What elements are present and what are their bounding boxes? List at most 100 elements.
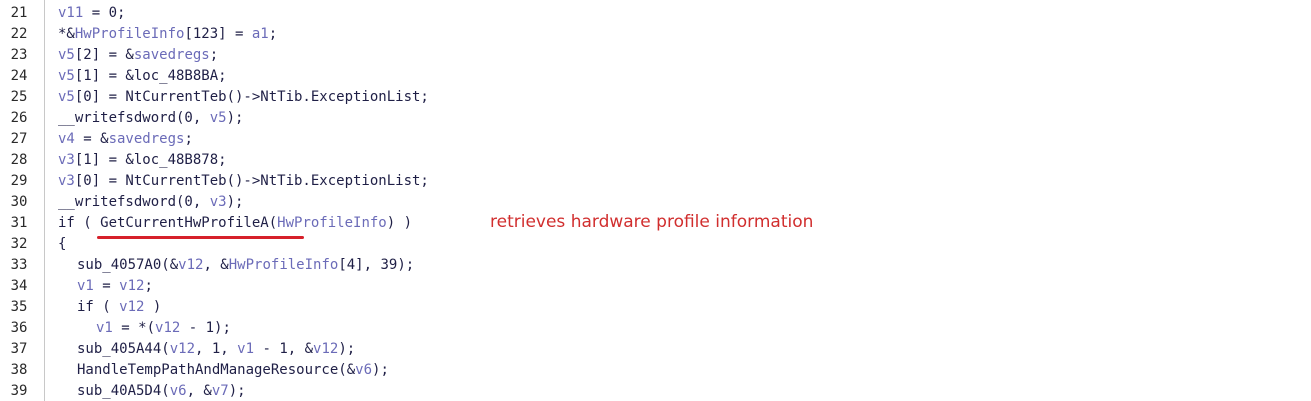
code-token[interactable]: );: [372, 362, 389, 378]
code-text[interactable]: *&HwProfileInfo[123] = a1;: [58, 24, 277, 45]
identifier-token[interactable]: v12: [169, 341, 196, 357]
identifier-token[interactable]: v12: [155, 320, 181, 336]
identifier-token[interactable]: v12: [119, 278, 145, 294]
code-token[interactable]: __writefsdword(0,: [58, 194, 210, 210]
code-token[interactable]: ): [144, 299, 162, 315]
code-token[interactable]: sub_40A5D4(: [77, 383, 170, 399]
code-token[interactable]: =: [93, 278, 120, 294]
code-token[interactable]: - 1, &: [254, 341, 314, 357]
identifier-token[interactable]: v3: [209, 194, 227, 210]
code-text[interactable]: v3[1] = &loc_48B878;: [58, 150, 227, 171]
identifier-token[interactable]: v1: [77, 278, 94, 294]
identifier-token[interactable]: v5: [209, 110, 227, 126]
code-token[interactable]: = *(: [112, 320, 156, 336]
code-token[interactable]: __writefsdword(0,: [58, 110, 210, 126]
code-text[interactable]: v5[1] = &loc_48B8BA;: [58, 66, 227, 87]
code-token[interactable]: ;: [184, 131, 193, 147]
identifier-token[interactable]: v12: [313, 341, 339, 357]
code-token[interactable]: );: [338, 341, 356, 357]
code-token[interactable]: sub_4057A0(&: [77, 257, 179, 273]
identifier-token[interactable]: v12: [178, 257, 204, 273]
identifier-token[interactable]: v7: [211, 383, 229, 399]
code-text[interactable]: if ( GetCurrentHwProfileA(HwProfileInfo)…: [58, 213, 412, 234]
code-text[interactable]: __writefsdword(0, v5);: [58, 108, 243, 129]
identifier-token[interactable]: HwProfileInfo: [228, 257, 339, 273]
code-token[interactable]: = &: [74, 131, 109, 147]
code-text[interactable]: if ( v12 ): [77, 297, 161, 318]
code-token[interactable]: , &: [186, 383, 212, 399]
code-token[interactable]: sub_405A44(: [77, 341, 170, 357]
code-token[interactable]: if ( GetCurrentHwProfileA(: [58, 215, 278, 231]
identifier-token[interactable]: v5: [58, 68, 75, 84]
identifier-token[interactable]: v1: [96, 320, 113, 336]
code-token[interactable]: [2] = &: [74, 47, 134, 63]
code-text[interactable]: v5[0] = NtCurrentTeb()->NtTib.ExceptionL…: [58, 87, 429, 108]
identifier-token[interactable]: HwProfileInfo: [277, 215, 387, 231]
identifier-token[interactable]: v12: [119, 299, 145, 315]
code-token[interactable]: );: [226, 194, 244, 210]
code-token[interactable]: *&: [58, 26, 75, 42]
code-text[interactable]: {: [58, 234, 66, 255]
code-token[interactable]: [1] = &loc_48B878;: [74, 152, 227, 168]
code-text[interactable]: HandleTempPathAndManageResource(&v6);: [77, 360, 389, 381]
code-token[interactable]: if (: [77, 299, 120, 315]
code-token[interactable]: [1] = &loc_48B8BA;: [74, 68, 227, 84]
code-token[interactable]: [0] = NtCurrentTeb()->NtTib.ExceptionLis…: [74, 173, 429, 189]
identifier-token[interactable]: v3: [58, 152, 75, 168]
code-text[interactable]: v1 = *(v12 - 1);: [96, 318, 231, 339]
identifier-token[interactable]: savedregs: [108, 131, 185, 147]
code-token[interactable]: [0] = NtCurrentTeb()->NtTib.ExceptionLis…: [74, 89, 429, 105]
identifier-token[interactable]: HwProfileInfo: [74, 26, 185, 42]
code-text[interactable]: v1 = v12;: [77, 276, 153, 297]
identifier-token[interactable]: v11: [58, 5, 84, 21]
code-text[interactable]: sub_40A5D4(v6, &v7);: [77, 381, 246, 401]
code-text[interactable]: sub_4057A0(&v12, &HwProfileInfo[4], 39);: [77, 255, 414, 276]
code-text[interactable]: v4 = &savedregs;: [58, 129, 193, 150]
identifier-token[interactable]: v1: [237, 341, 255, 357]
code-token[interactable]: ;: [144, 278, 153, 294]
code-token[interactable]: );: [226, 110, 244, 126]
code-token[interactable]: = 0;: [83, 5, 126, 21]
code-token[interactable]: [4], 39);: [338, 257, 415, 273]
code-token[interactable]: , 1,: [195, 341, 238, 357]
identifier-token[interactable]: v4: [58, 131, 75, 147]
code-text[interactable]: v11 = 0;: [58, 3, 125, 24]
code-token[interactable]: {: [58, 236, 67, 252]
identifier-token[interactable]: v5: [58, 47, 75, 63]
code-text[interactable]: v3[0] = NtCurrentTeb()->NtTib.ExceptionL…: [58, 171, 429, 192]
identifier-token[interactable]: v6: [169, 383, 187, 399]
identifier-token[interactable]: a1: [251, 26, 269, 42]
code-text[interactable]: __writefsdword(0, v3);: [58, 192, 243, 213]
code-line[interactable]: 32{: [0, 234, 1311, 255]
code-token[interactable]: );: [228, 383, 246, 399]
code-token[interactable]: [123] =: [184, 26, 252, 42]
code-token[interactable]: HandleTempPathAndManageResource(&: [77, 362, 356, 378]
identifier-token[interactable]: v5: [58, 89, 75, 105]
code-text[interactable]: sub_405A44(v12, 1, v1 - 1, &v12);: [77, 339, 355, 360]
code-line[interactable]: 26__writefsdword(0, v5);: [0, 108, 1311, 129]
code-line[interactable]: 30__writefsdword(0, v3);: [0, 192, 1311, 213]
code-token[interactable]: - 1);: [180, 320, 231, 336]
code-token[interactable]: ;: [268, 26, 278, 42]
code-token[interactable]: ) ): [386, 215, 413, 231]
code-token[interactable]: ;: [209, 47, 219, 63]
identifier-token[interactable]: v6: [355, 362, 373, 378]
code-line[interactable]: 22*&HwProfileInfo[123] = a1;: [0, 24, 1311, 45]
identifier-token[interactable]: v3: [58, 173, 75, 189]
code-text[interactable]: v5[2] = &savedregs;: [58, 45, 218, 66]
